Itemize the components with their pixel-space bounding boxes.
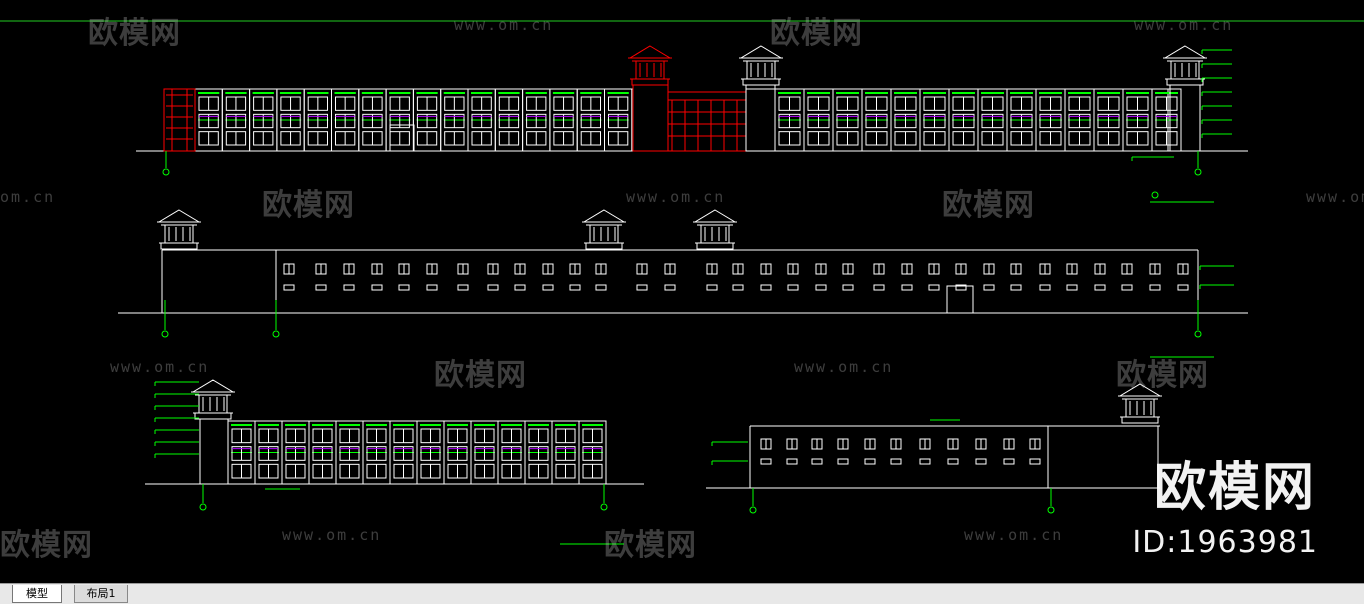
rear-elevation-drawing [118, 209, 1248, 358]
watermark-logo: 欧模网 [434, 358, 527, 393]
axis-bubble [162, 168, 170, 176]
axis-bubble [199, 503, 207, 511]
watermark-url-fragment: om.cn [0, 188, 56, 206]
side-elevation-left-drawing [145, 379, 644, 545]
watermark-logo: 欧模网 [88, 16, 181, 51]
pavilion-roof [693, 209, 737, 223]
pavilion-roof [157, 209, 201, 223]
watermark-logo: 欧模网 [942, 188, 1035, 223]
axis-bubble [1194, 330, 1202, 338]
watermark-url: www.om.cn [282, 526, 382, 544]
watermark-url: www.om.cn [794, 358, 894, 376]
pavilion-roof [628, 45, 672, 59]
axis-bubble [1047, 506, 1055, 514]
front-elevation-drawing [136, 45, 1248, 203]
brand-logo-text: 欧模网 [1153, 458, 1316, 518]
cad-model-space[interactable]: 欧模网 www.om.cn 欧模网 www.om.cn om.cn 欧模网 ww… [0, 0, 1364, 583]
tab-model[interactable]: 模型 [12, 585, 62, 603]
watermark-url: www.om.cn [626, 188, 726, 206]
axis-bubble [161, 330, 169, 338]
layout-tab-bar: 模型 布局1 [0, 583, 1364, 604]
watermark-url: www.om.cn [1306, 188, 1364, 206]
axis-bubble [749, 506, 757, 514]
watermark-logo: 欧模网 [1116, 358, 1209, 393]
axis-bubble [272, 330, 280, 338]
watermark-logo: 欧模网 [770, 16, 863, 51]
side-elevation-right-drawing [706, 383, 1162, 514]
watermark-url: www.om.cn [964, 526, 1064, 544]
axis-bubble [1194, 168, 1202, 176]
pavilion-roof [582, 209, 626, 223]
brand-id: ID:1963981 [1132, 525, 1318, 560]
watermark-logo: 欧模网 [0, 528, 93, 563]
axis-bubble [600, 503, 608, 511]
elevation-drawings [0, 20, 1364, 545]
watermark-url: www.om.cn [1134, 16, 1234, 34]
watermark-url: www.om.cn [110, 358, 210, 376]
watermark-logo: 欧模网 [604, 528, 697, 563]
watermark-url: www.om.cn [454, 16, 554, 34]
tab-layout1[interactable]: 布局1 [74, 585, 128, 603]
watermark-logo: 欧模网 [262, 188, 355, 223]
pavilion-roof [1163, 45, 1207, 59]
